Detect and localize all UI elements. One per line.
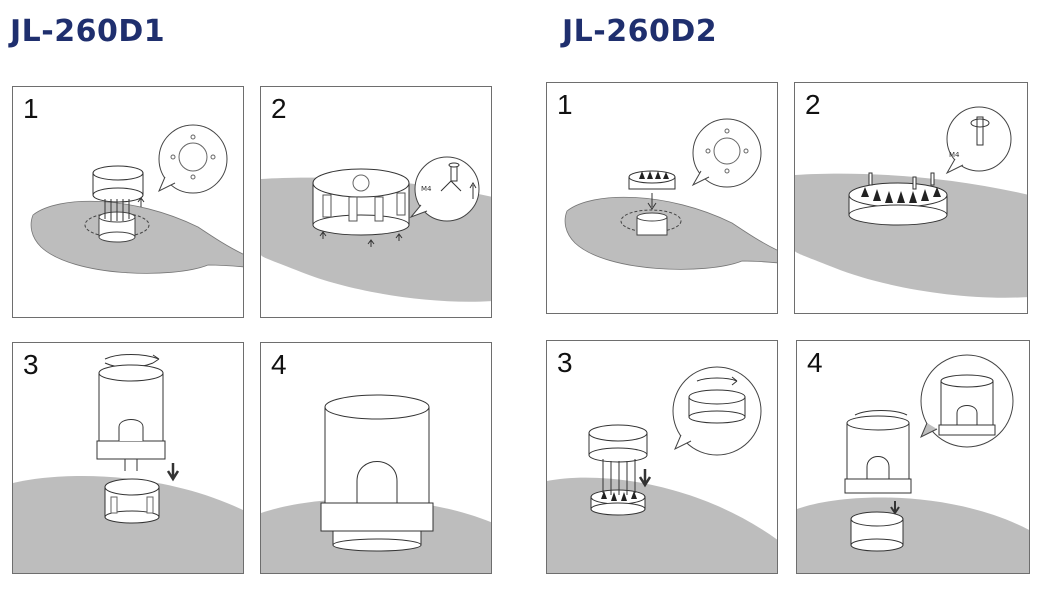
model-title-jl-260d1: JL-260D1 xyxy=(10,14,166,49)
d2-step3-panel: 3 xyxy=(546,340,778,574)
d1-step2-panel: 2 M4 xyxy=(260,86,492,318)
d2-step2-panel: 2 M4 xyxy=(794,82,1028,314)
d1-step3-illustration xyxy=(13,354,243,573)
step-number: 2 xyxy=(805,89,821,120)
m4-screw-label: M4 xyxy=(949,151,960,159)
step-number: 1 xyxy=(557,89,573,120)
d2-step2-illustration: M4 xyxy=(795,106,1027,298)
d1-step4-illustration xyxy=(261,394,491,573)
d2-step4-illustration xyxy=(797,354,1029,573)
step-number: 1 xyxy=(23,93,39,124)
d1-step2-illustration: M4 xyxy=(261,156,491,302)
step-number: 3 xyxy=(557,347,573,378)
model-title-jl-260d2: JL-260D2 xyxy=(562,14,718,49)
step-number: 4 xyxy=(271,349,287,380)
step-number: 2 xyxy=(271,93,287,124)
step-number: 4 xyxy=(807,347,823,378)
d2-step1-panel: 1 xyxy=(546,82,778,314)
d1-step1-illustration xyxy=(30,124,243,274)
d2-step3-illustration xyxy=(547,366,777,573)
d1-step3-panel: 3 xyxy=(12,342,244,574)
m4-screw-label: M4 xyxy=(421,185,432,193)
d2-step4-panel: 4 xyxy=(796,340,1030,574)
d2-step1-illustration xyxy=(564,118,777,270)
step-number: 3 xyxy=(23,349,39,380)
d1-step1-panel: 1 xyxy=(12,86,244,318)
d1-step4-panel: 4 xyxy=(260,342,492,574)
